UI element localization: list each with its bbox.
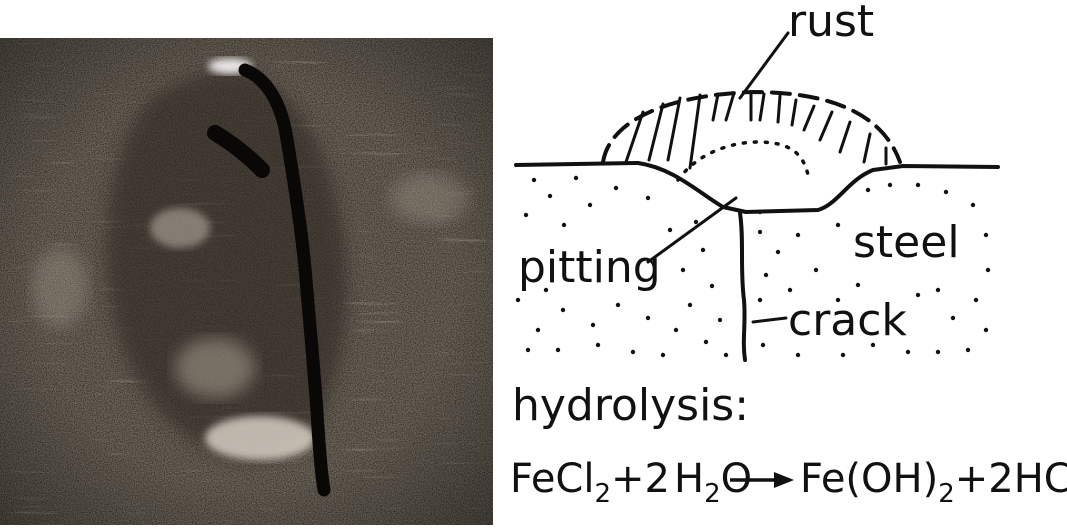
equation-left: FeCl2+2H2O	[510, 456, 752, 509]
crack-leader	[753, 318, 786, 322]
micrograph-image	[0, 38, 493, 525]
rust-leader	[740, 33, 788, 98]
micrograph-photo	[0, 38, 493, 525]
steel-label: steel	[853, 217, 960, 268]
pitting-crack-diagram: rust pitting steel crack hydrolysis: FeC…	[498, 0, 1067, 525]
crack-line	[740, 213, 745, 360]
inner-dotted-dome	[678, 142, 808, 180]
hydrolysis-equation: FeCl2+2H2O Fe(OH)2+2HCl	[510, 456, 1067, 509]
crack-label: crack	[788, 295, 907, 346]
diagram-svg: rust pitting steel crack hydrolysis: FeC…	[498, 0, 1067, 525]
pitting-label: pitting	[518, 242, 661, 293]
rust-label: rust	[788, 0, 874, 47]
hydrolysis-heading: hydrolysis:	[512, 380, 749, 431]
pitting-leader	[648, 198, 736, 262]
equation-right: Fe(OH)2+2HCl	[800, 456, 1067, 509]
